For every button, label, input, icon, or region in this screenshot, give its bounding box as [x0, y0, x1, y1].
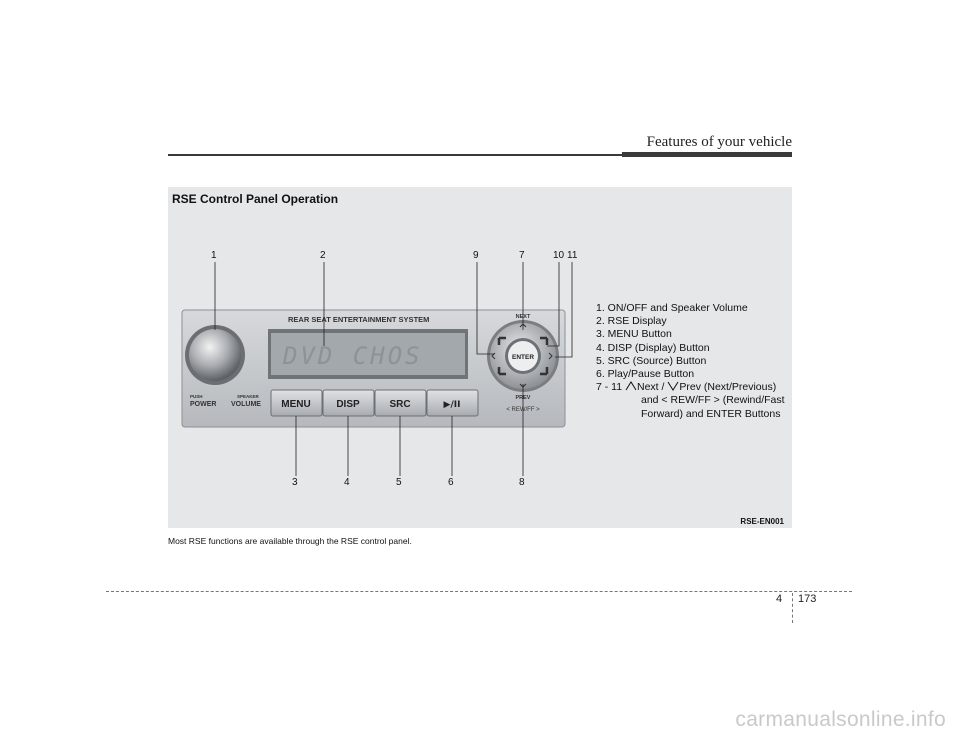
- power-label: POWER: [190, 401, 216, 408]
- legend-item-7-11-line2: and < REW/FF > (Rewind/Fast: [641, 394, 785, 407]
- callout-9: 9: [473, 250, 479, 261]
- push-label: PUSH: [190, 394, 203, 399]
- figure-caption: Most RSE functions are available through…: [168, 536, 412, 546]
- volume-knob: [189, 329, 241, 381]
- play-pause-button-label: ▶/II: [444, 400, 461, 410]
- rse-display: [271, 333, 465, 375]
- leader-lines-top: [214, 262, 573, 358]
- watermark: carmanualsonline.info: [735, 708, 946, 731]
- arrow-up-right-icon: [540, 336, 549, 345]
- menu-button: [270, 389, 323, 417]
- panel-brand-label: REAR SEAT ENTERTAINMENT SYSTEM: [288, 315, 429, 324]
- header-rule: [168, 154, 792, 156]
- rse-display-text: DVD CHOS: [282, 342, 423, 370]
- enter-label: ENTER: [512, 354, 534, 361]
- footer-rule: [106, 591, 852, 592]
- callout-8: 8: [519, 477, 525, 488]
- leader-lines-bottom: [295, 384, 524, 476]
- callout-1: 1: [211, 250, 217, 261]
- callout-5: 5: [396, 477, 402, 488]
- speaker-label: SPEAKER: [237, 394, 260, 399]
- figure-code: RSE-EN001: [740, 517, 784, 526]
- callout-6: 6: [448, 477, 454, 488]
- menu-button-label: MENU: [281, 399, 310, 410]
- disp-button-label: DISP: [336, 399, 360, 410]
- callout-7: 7: [519, 250, 525, 261]
- legend-next-label: Next /: [637, 381, 665, 394]
- legend-item-7-11: 7 - 11 Next / Prev (Next/Previous): [596, 381, 785, 394]
- legend-item: 1. ON/OFF and Speaker Volume: [596, 302, 748, 314]
- caret-up-icon: [625, 381, 637, 391]
- legend: 1. ON/OFF and Speaker Volume 2. RSE Disp…: [596, 302, 785, 421]
- legend-item: 5. SRC (Source) Button: [596, 354, 707, 367]
- callout-3: 3: [292, 477, 298, 488]
- callout-4: 4: [344, 477, 350, 488]
- page-header-title: Features of your vehicle: [646, 134, 792, 150]
- header-rule-accent: [622, 152, 792, 157]
- disp-button: [322, 389, 375, 417]
- legend-7-11-prefix: 7 - 11: [596, 381, 623, 394]
- callout-11: 11: [567, 250, 578, 261]
- page-number-divider: [792, 593, 793, 623]
- legend-prev-label: Prev (Next/Previous): [679, 381, 777, 394]
- legend-item: 3. MENU Button: [596, 328, 672, 341]
- chevron-right-icon: [548, 352, 553, 360]
- callout-10: 10: [553, 250, 565, 261]
- arrow-down-left-icon: [497, 367, 506, 376]
- caret-down-icon: [667, 381, 679, 392]
- legend-item: 2. RSE Display: [596, 315, 667, 328]
- figure-title: RSE Control Panel Operation: [172, 192, 339, 206]
- diagonal-arrow-icons: [497, 336, 549, 376]
- play-pause-button: [426, 389, 479, 417]
- legend-item-7-11-line3: Forward) and ENTER Buttons: [641, 407, 781, 420]
- enter-button: [508, 341, 538, 371]
- legend-item: 6. Play/Pause Button: [596, 368, 695, 381]
- arrow-up-left-icon: [497, 336, 506, 345]
- callout-2: 2: [320, 250, 326, 261]
- arrow-down-right-icon: [540, 367, 549, 376]
- src-button-label: SRC: [389, 399, 410, 410]
- page-number: 173: [798, 593, 817, 605]
- volume-label: VOLUME: [231, 401, 261, 408]
- chapter-number: 4: [776, 593, 783, 605]
- src-button: [374, 389, 427, 417]
- legend-item: 4. DISP (Display) Button: [596, 341, 710, 354]
